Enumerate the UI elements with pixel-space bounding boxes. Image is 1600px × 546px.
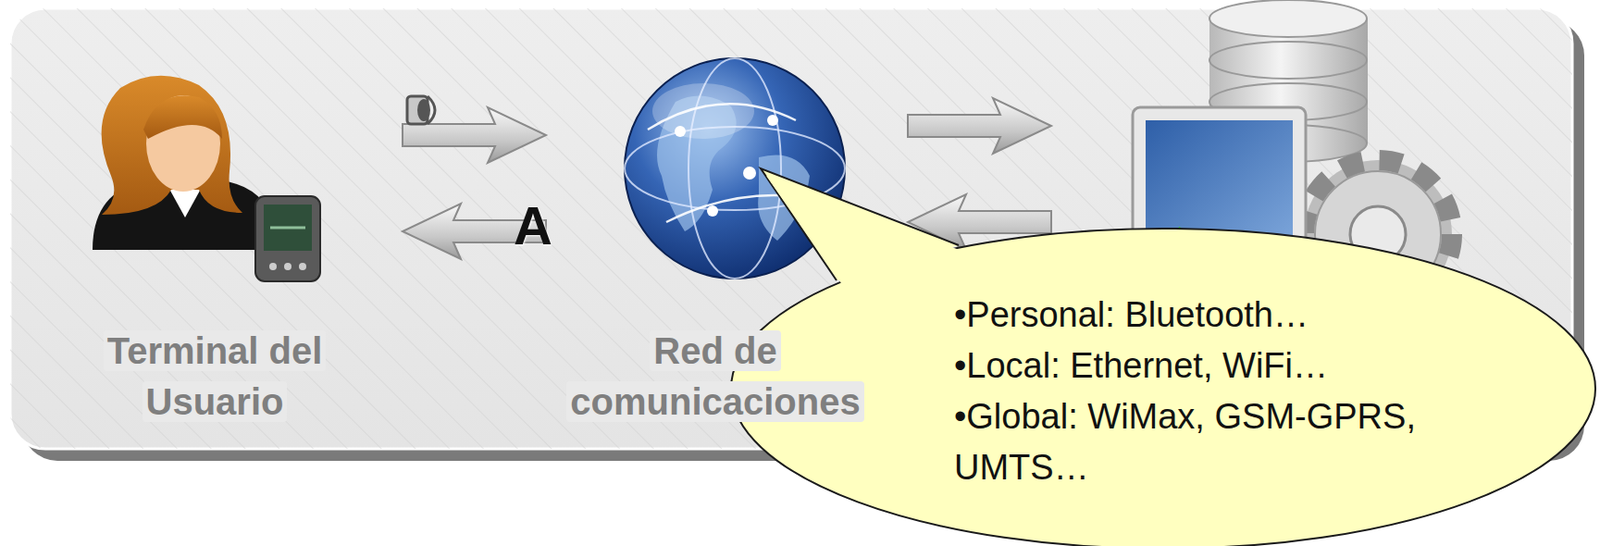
callout-item: •Local: Ethernet, WiFi…: [954, 340, 1445, 392]
pda-icon: [255, 196, 321, 282]
speaker-icon: [407, 96, 435, 125]
callout-item: •Personal: Bluetooth…: [954, 289, 1445, 341]
component-label: Red de comunicaciones: [553, 325, 878, 428]
callout-item: •Global: WiMax, GSM-GPRS, UMTS…: [954, 391, 1445, 494]
component-label: Terminal del Usuario: [75, 325, 354, 428]
text-symbol: A: [513, 198, 553, 254]
arrow-right: [907, 98, 1052, 154]
user-icon: [92, 75, 278, 250]
